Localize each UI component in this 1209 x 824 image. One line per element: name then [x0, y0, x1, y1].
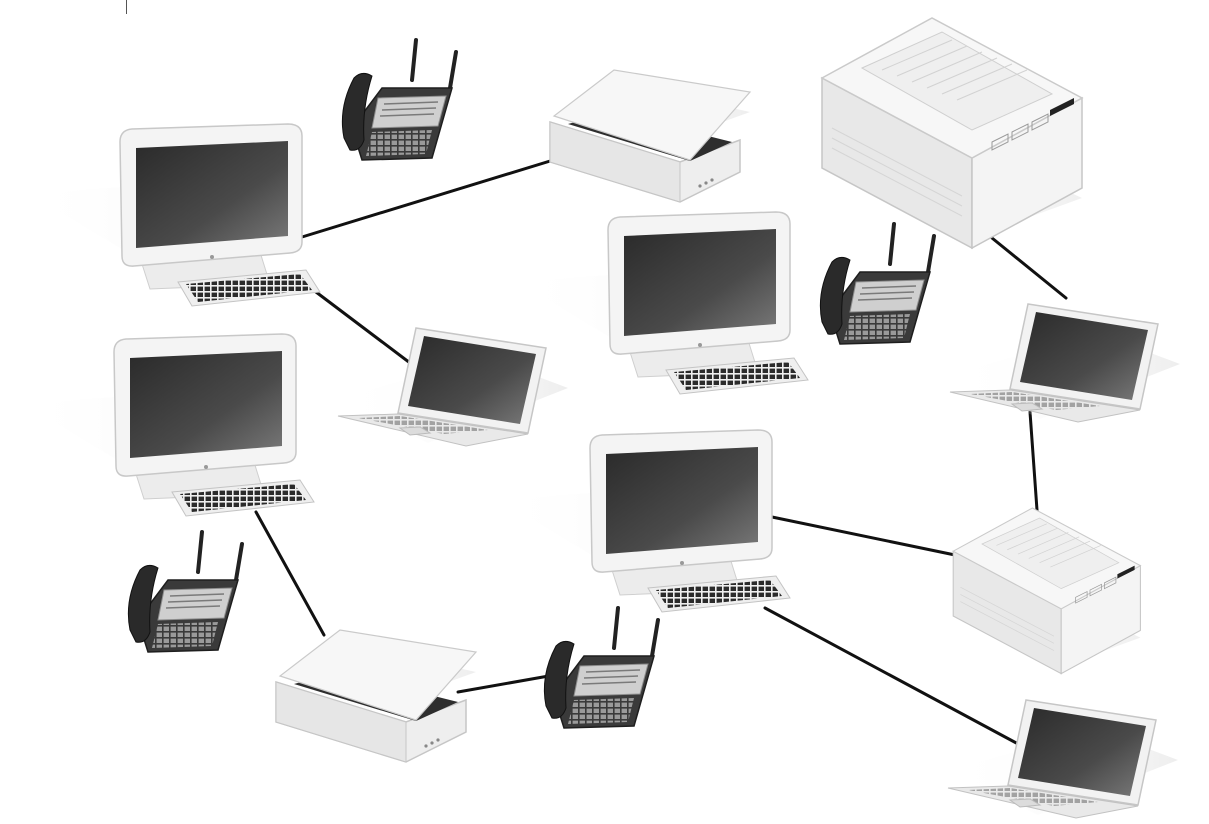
scanner-icon: [540, 70, 750, 202]
desktop-computer-icon: [30, 124, 320, 306]
laptop-icon: [948, 700, 1178, 818]
desktop-computer-icon: [24, 334, 314, 516]
scanner-icon: [266, 630, 476, 762]
printer-icon: [812, 18, 1082, 248]
connection-line: [256, 512, 324, 635]
connection-line: [302, 150, 586, 237]
phone-icon: [820, 224, 934, 344]
laptop-icon: [338, 328, 568, 446]
connection-line: [772, 517, 955, 555]
desktop-computer-icon: [500, 430, 790, 612]
connection-line: [1030, 412, 1037, 510]
phone-icon: [544, 608, 658, 728]
phone-icon: [342, 40, 456, 160]
desktop-computer-icon: [518, 212, 808, 394]
printer-icon: [946, 508, 1140, 674]
laptop-icon: [950, 304, 1180, 422]
phone-icon: [128, 532, 242, 652]
connection-line: [992, 238, 1066, 298]
connection-line: [316, 292, 422, 372]
